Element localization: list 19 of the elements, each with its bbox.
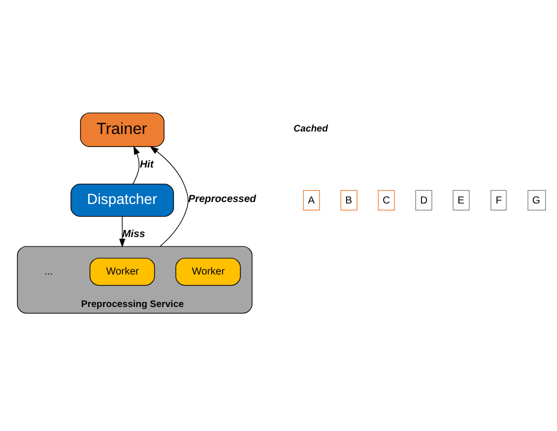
arrow	[150, 146, 189, 246]
arrow	[119, 216, 126, 248]
node-box: Dispatcher	[70, 183, 174, 216]
label: E	[457, 194, 464, 206]
label: C	[382, 194, 390, 206]
node-box: Worker	[90, 257, 155, 286]
label: D	[420, 194, 428, 206]
edge-label: Hit	[140, 158, 154, 170]
node-box: Trainer	[80, 112, 164, 147]
label: A	[308, 194, 315, 206]
arrow	[132, 145, 140, 184]
label: B	[345, 194, 352, 206]
label: ...	[44, 266, 54, 277]
label: G	[532, 194, 540, 206]
label: F	[496, 194, 502, 206]
edge-label: Preprocessed	[188, 194, 256, 205]
label: Cached	[294, 123, 328, 134]
node-box: Worker	[175, 257, 241, 286]
edge-label: Miss	[122, 228, 146, 240]
